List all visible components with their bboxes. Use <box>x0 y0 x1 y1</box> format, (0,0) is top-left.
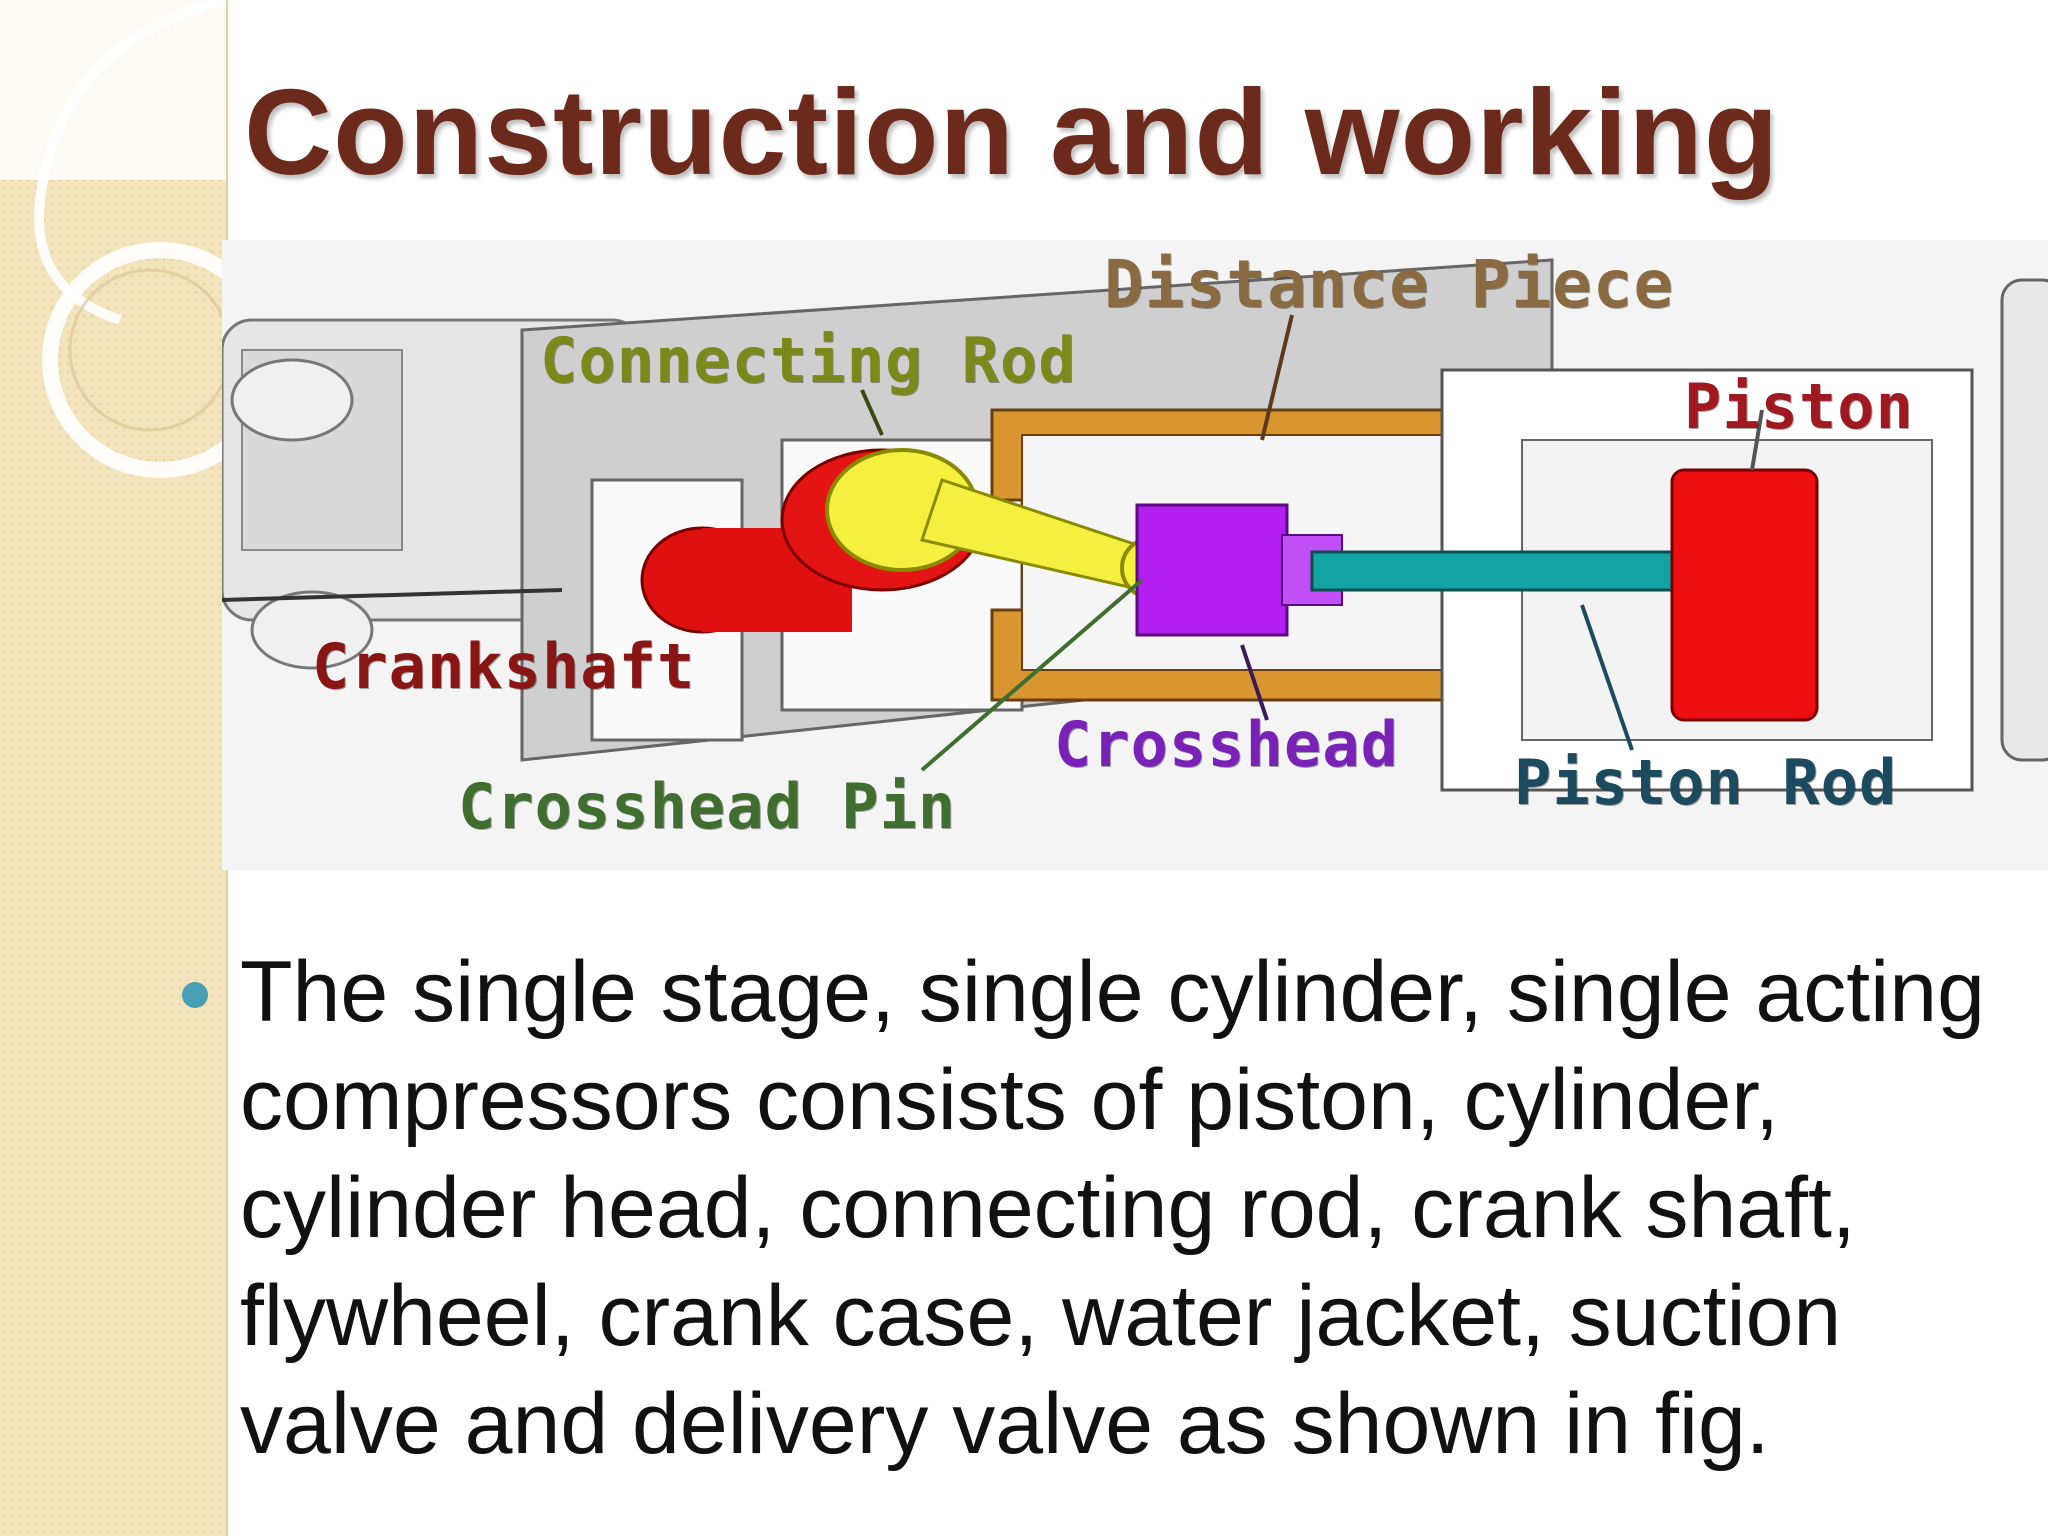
compressor-diagram: Distance Piece Connecting Rod Piston Cra… <box>222 240 2048 870</box>
compressor-illustration <box>222 258 2048 792</box>
label-piston: Piston <box>1684 370 1914 443</box>
decorative-swoosh <box>0 0 226 478</box>
label-crosshead-pin: Crosshead Pin <box>458 770 957 843</box>
label-piston-rod: Piston Rod <box>1514 746 1898 819</box>
bullet-icon <box>182 982 208 1008</box>
bullet-text: The single stage, single cylinder, singl… <box>240 944 1985 1472</box>
label-connecting-rod: Connecting Rod <box>540 324 1077 397</box>
label-distance-piece: Distance Piece <box>1104 246 1675 323</box>
label-crankshaft: Crankshaft <box>312 630 696 703</box>
sidebar-decoration <box>0 0 228 1536</box>
slide-title: Construction and working <box>244 64 1780 200</box>
label-crosshead: Crosshead <box>1054 708 1399 781</box>
